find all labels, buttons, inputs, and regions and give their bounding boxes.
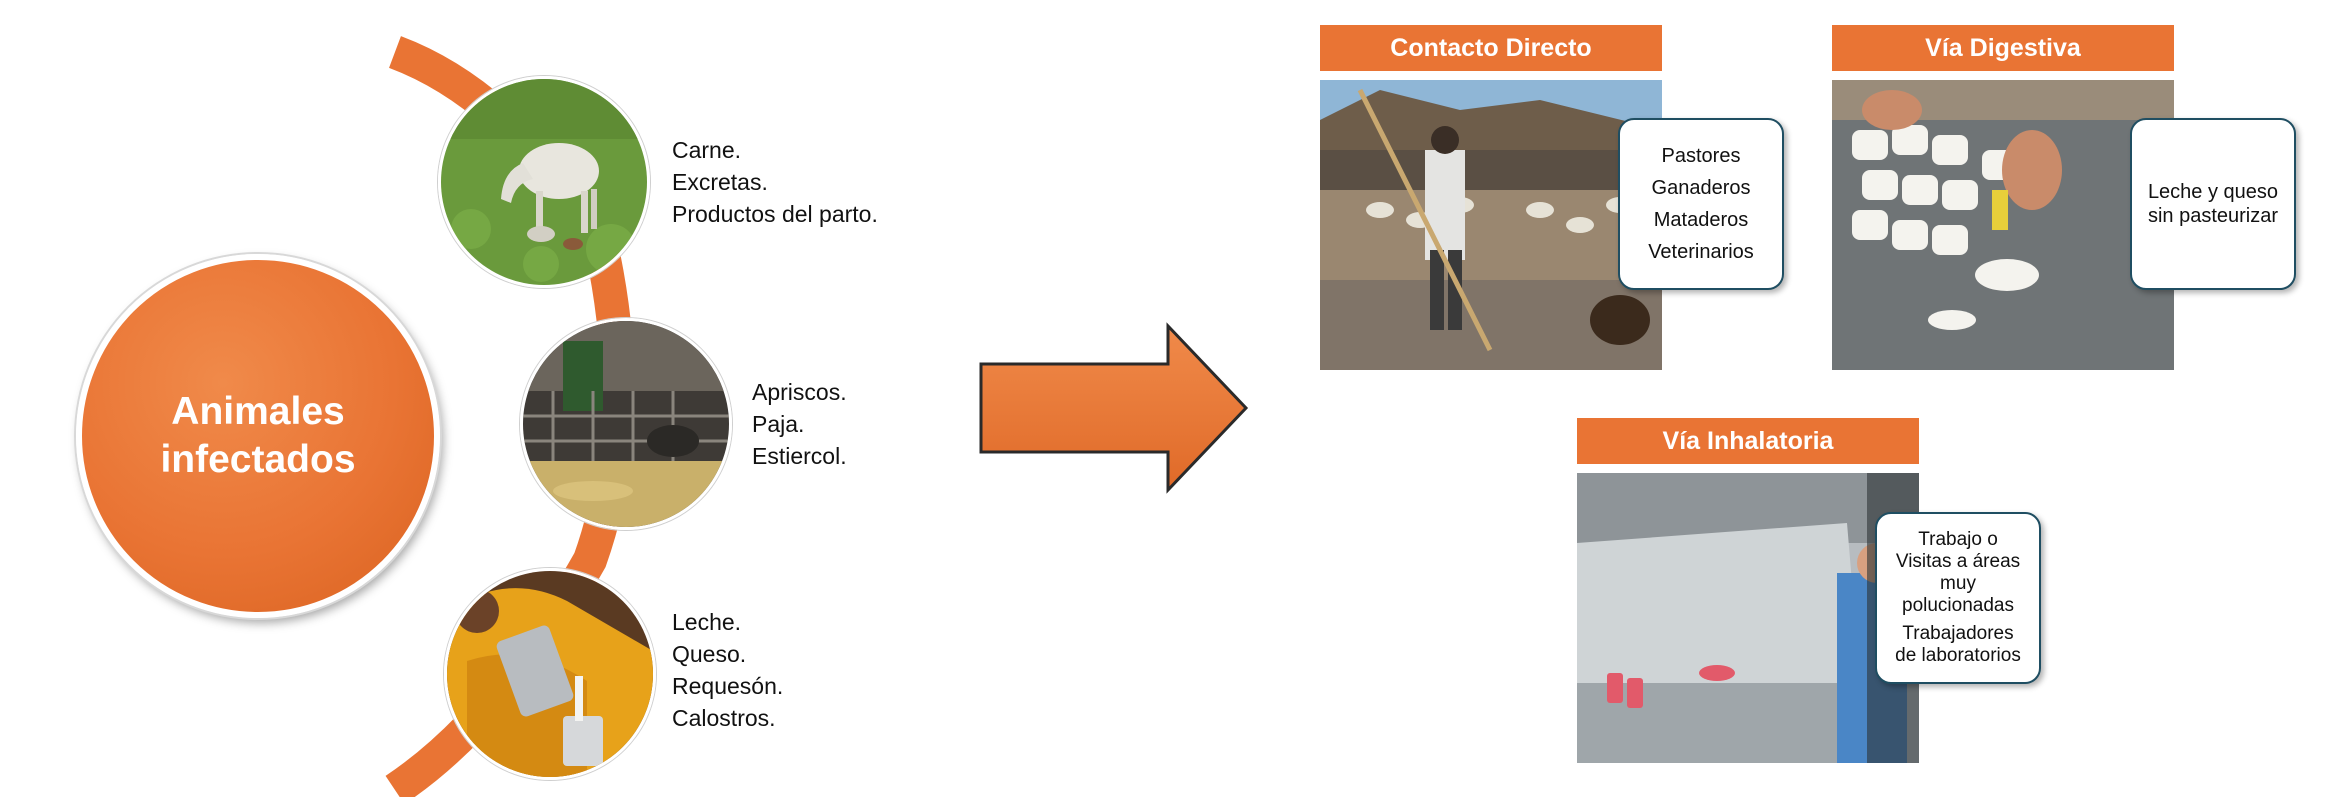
route-title-inhalatoria: Vía Inhalatoria — [1577, 418, 1919, 464]
list-item: Excretas. — [672, 169, 768, 195]
lab-photo — [1577, 473, 1919, 763]
callout-line: de laboratorios — [1895, 645, 2021, 666]
callout-line: muy — [1940, 573, 1976, 594]
cheese-photo — [1832, 80, 2174, 370]
source-list-2: Apriscos. Paja. Estiercol. — [752, 376, 847, 472]
list-item: Paja. — [752, 411, 805, 437]
list-item: Requesón. — [672, 673, 784, 699]
list-item: Queso. — [672, 641, 747, 667]
callout-line: Veterinarios — [1648, 241, 1754, 263]
barn-photo — [520, 318, 732, 530]
callout-line: Trabajadores — [1902, 623, 2014, 644]
callout-line: Pastores — [1661, 145, 1741, 167]
right-arrow — [979, 322, 1249, 494]
callout-line: Ganaderos — [1651, 177, 1751, 199]
list-item: Carne. — [672, 137, 742, 163]
shepherd-photo — [1320, 80, 1662, 370]
callout-line: Leche y queso — [2147, 181, 2279, 203]
route-title-contacto: Contacto Directo — [1320, 25, 1662, 71]
callout-digestiva: Leche y queso sin pasteurizar — [2130, 118, 2296, 290]
callout-line: Trabajo o — [1918, 529, 1998, 550]
source-list-3: Leche. Queso. Requesón. Calostros. — [672, 606, 783, 734]
callout-line: polucionadas — [1902, 595, 2014, 616]
milk-photo — [444, 568, 656, 780]
callout-contacto: Pastores Ganaderos Mataderos Veterinario… — [1618, 118, 1784, 290]
source-list-1: Carne. Excretas. Productos del parto. — [672, 134, 878, 230]
list-item: Productos del parto. — [672, 201, 878, 227]
source-label: Animales infectados — [160, 390, 356, 481]
list-item: Calostros. — [672, 705, 776, 731]
callout-inhalatoria: Trabajo o Visitas a áreas muy polucionad… — [1875, 512, 2041, 684]
callout-line: Visitas a áreas — [1895, 551, 2021, 572]
goat-photo — [438, 76, 650, 288]
callout-line: Mataderos — [1653, 209, 1749, 231]
callout-line: sin pasteurizar — [2147, 205, 2279, 227]
list-item: Apriscos. — [752, 379, 847, 405]
list-item: Estiercol. — [752, 443, 847, 469]
list-item: Leche. — [672, 609, 742, 635]
source-circle: Animales infectados — [76, 254, 440, 618]
route-title-digestiva: Vía Digestiva — [1832, 25, 2174, 71]
